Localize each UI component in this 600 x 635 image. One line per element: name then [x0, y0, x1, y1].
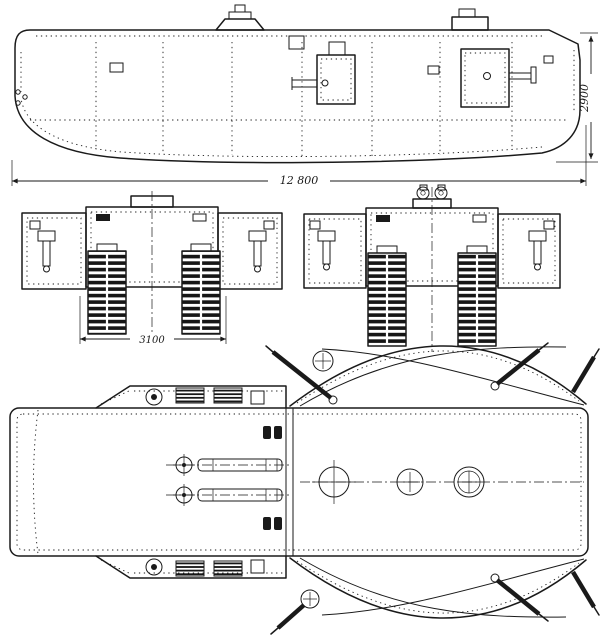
hull-deck-outline [9, 407, 589, 557]
caterpillar-track-left [87, 243, 127, 335]
deck-gun-upper [166, 454, 292, 476]
sponson-gun [528, 230, 547, 271]
hull-side-hatches [109, 55, 554, 75]
length-dimension: 12 800 [11, 125, 587, 187]
roof-structure-lower-left [95, 555, 287, 579]
hull-outline [14, 29, 581, 164]
deck-vents [263, 426, 282, 530]
deck-hatch-circles [312, 460, 485, 504]
roof-structure-upper-left [95, 385, 287, 409]
curved-roof-lower [270, 557, 600, 635]
roof-hatch-circle [145, 388, 163, 406]
length-dimension-label: 12 800 [280, 174, 319, 187]
rear-sponson-gun-mount [460, 48, 537, 108]
curved-roof-upper [265, 342, 600, 407]
corner-gun-barrel [571, 570, 600, 616]
sponson-gun [37, 230, 56, 273]
bow-portholes [15, 89, 28, 106]
engine-grille [175, 560, 205, 577]
rear-view [303, 184, 561, 352]
right-sponson [217, 212, 283, 290]
left-sponson [21, 212, 87, 290]
deck-gun-lower [166, 484, 292, 506]
corner-gun-barrel [270, 603, 306, 635]
corner-gun-barrel [571, 348, 600, 394]
track-gauge-dimension: 3100 [79, 296, 227, 346]
corner-gun-barrel [490, 573, 549, 622]
observation-cupola [215, 4, 265, 31]
rear-cupola [451, 8, 489, 31]
height-dimension-label: 2900 [578, 84, 591, 113]
engine-grille [175, 387, 205, 404]
roof-hatch-circle [300, 589, 320, 609]
caterpillar-track-left [367, 245, 407, 347]
left-sponson [303, 213, 367, 289]
side-elevation-view: 12 800 2900 [11, 4, 598, 187]
sponson-gun [248, 230, 267, 273]
plan-view [9, 342, 600, 635]
corner-gun-barrel [490, 342, 549, 391]
front-view: 3100 [21, 191, 283, 346]
caterpillar-track-right [457, 245, 497, 347]
vision-port [263, 220, 275, 230]
vision-port [309, 220, 321, 230]
right-sponson [497, 213, 561, 289]
deck-hatch-box [288, 35, 305, 50]
engine-grille [213, 387, 243, 404]
gauge-dimension-label: 3100 [139, 335, 165, 346]
gun-barrel [197, 488, 283, 502]
engine-grille [213, 560, 243, 577]
roof-hatch-circle [145, 558, 163, 576]
height-dimension: 2900 [556, 32, 598, 163]
gun-barrel [291, 79, 318, 88]
center-sponson-gun-mount [291, 41, 356, 105]
sponson-gun [317, 230, 336, 271]
bow-curve-line [33, 409, 39, 555]
gun-barrel [197, 458, 283, 472]
vision-port [543, 220, 555, 230]
caterpillar-track-right [181, 243, 221, 335]
rivet-lines [20, 35, 575, 158]
corner-gun-barrel [265, 345, 338, 405]
gun-barrel [508, 72, 532, 80]
roof-hatch-circle [312, 350, 334, 372]
vision-port [29, 220, 41, 230]
